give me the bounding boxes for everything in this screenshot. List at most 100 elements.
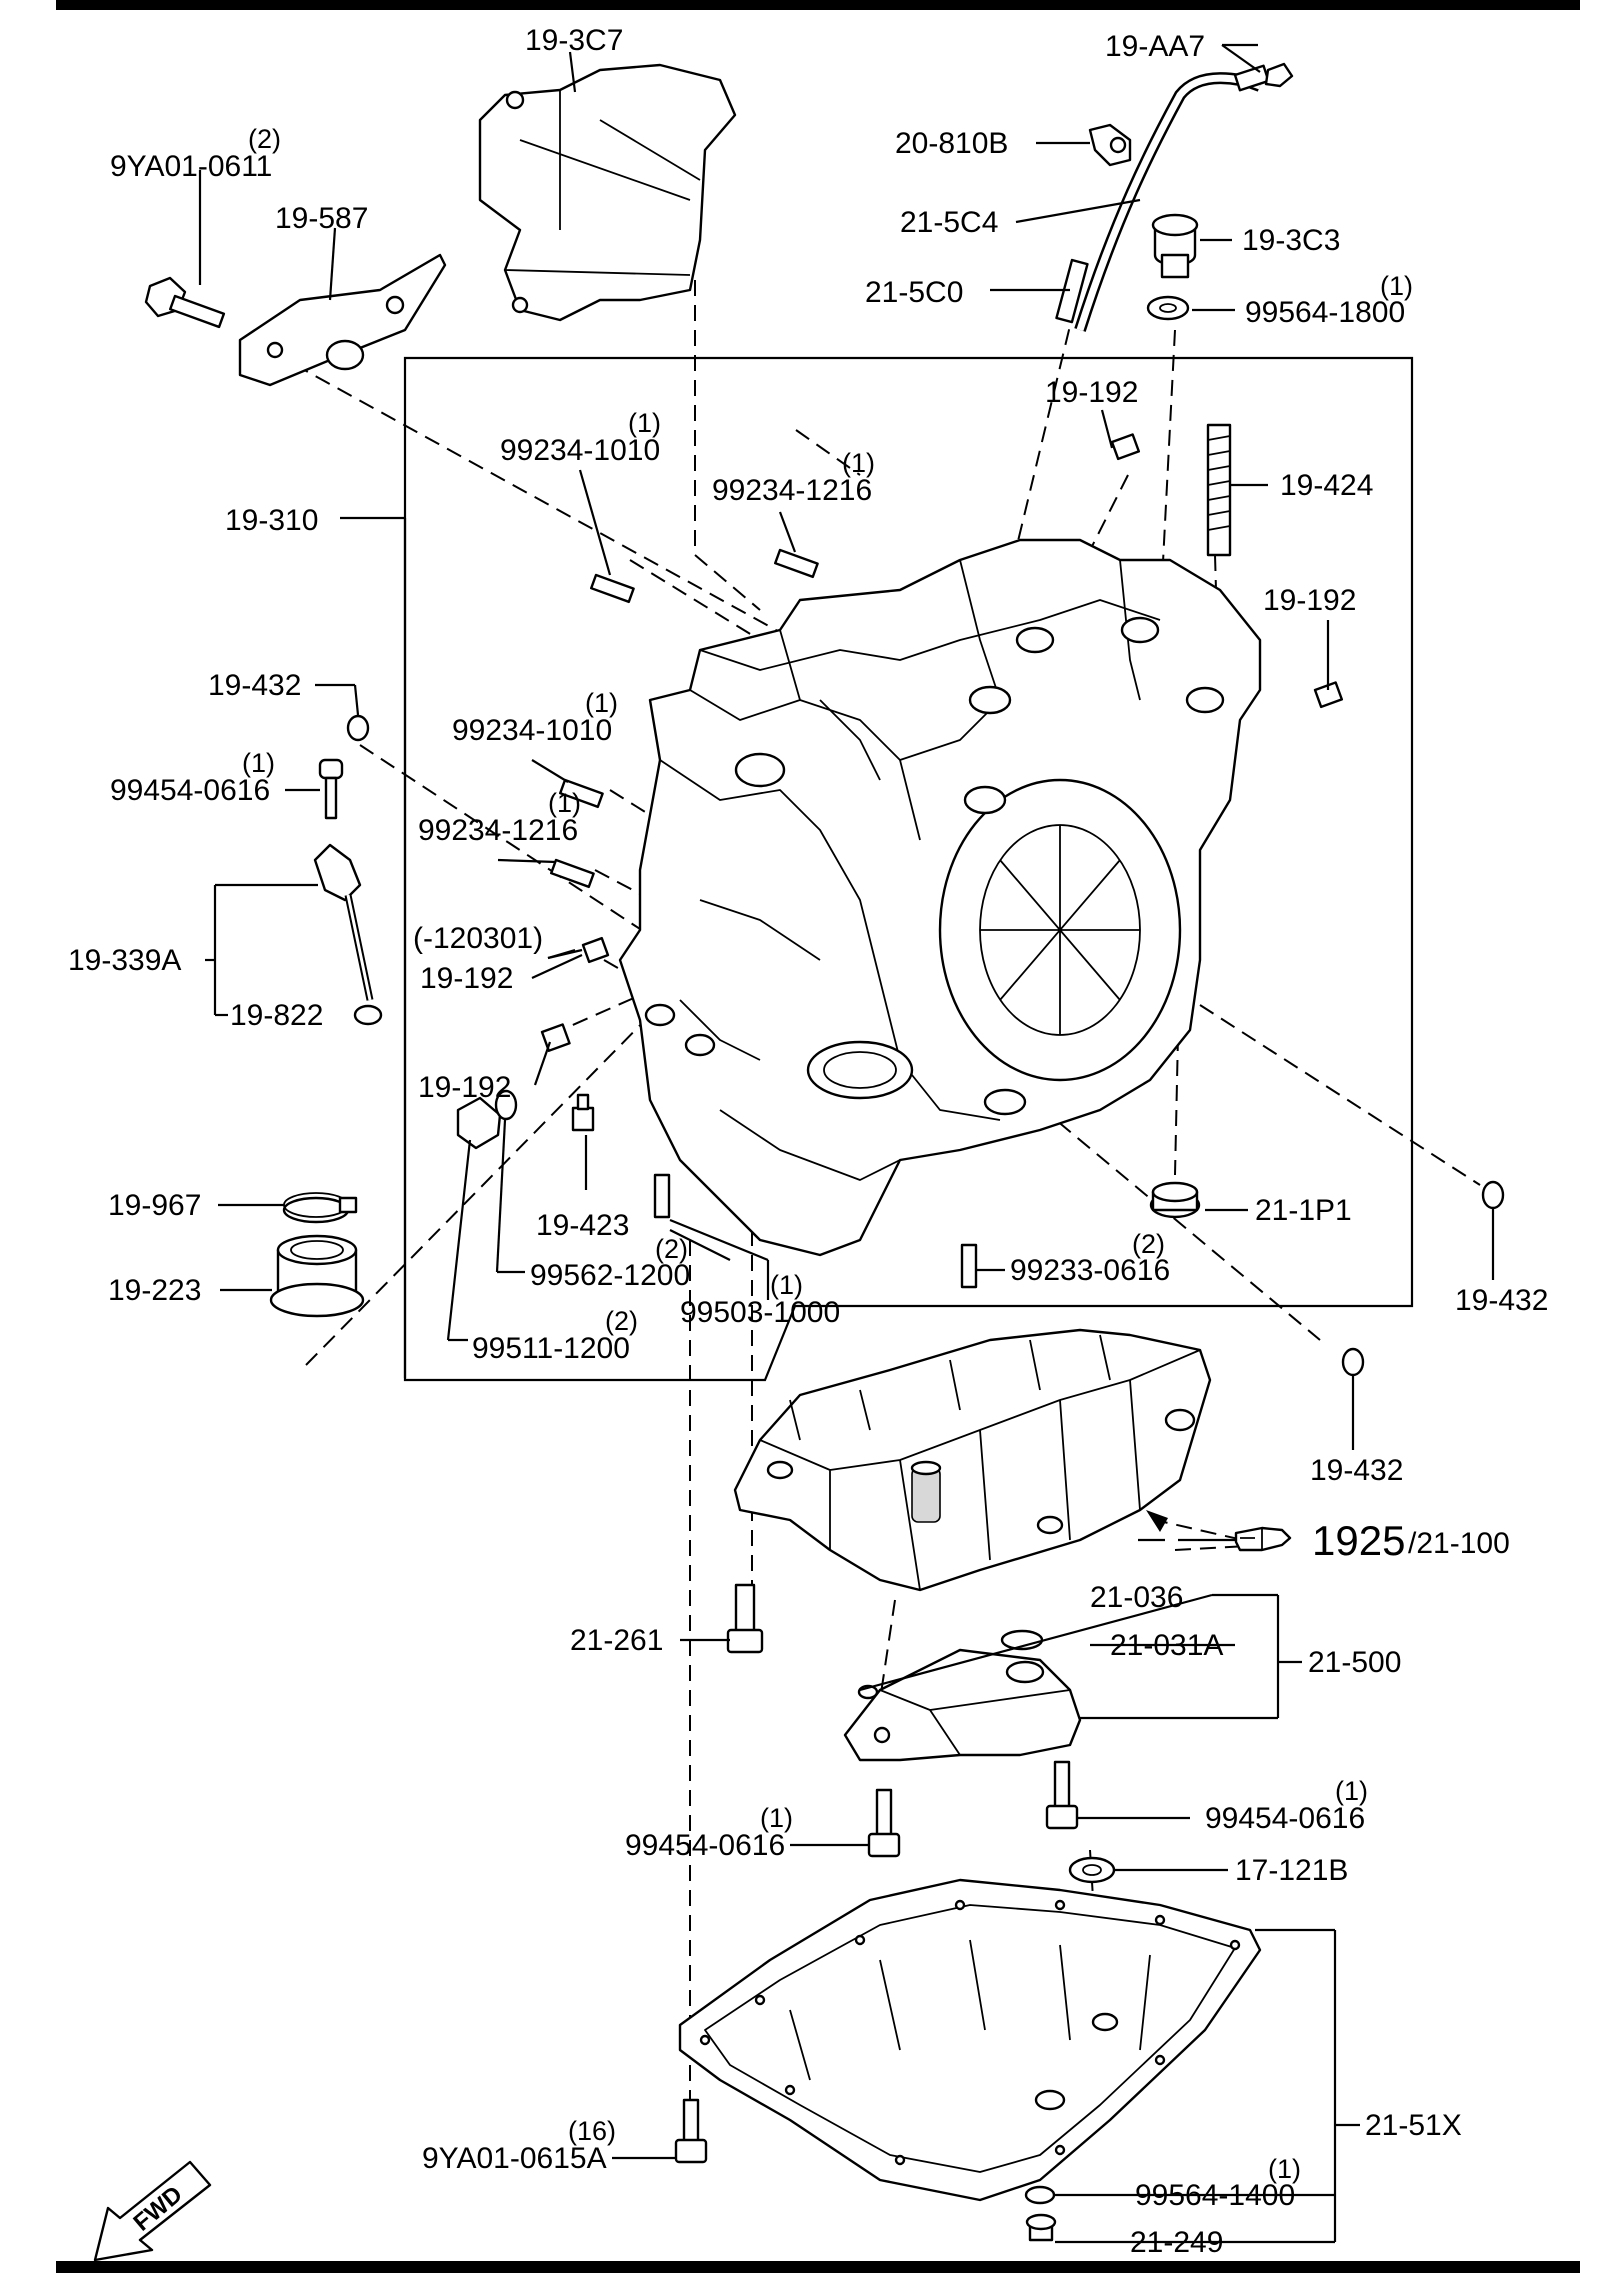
label-120301: (-120301) — [413, 922, 543, 955]
label-20-810B: 20-810B — [895, 127, 1008, 160]
o-ring-19-432-b — [1481, 1180, 1505, 1210]
label-99454-0616-b: 99454-0616 — [1205, 1802, 1365, 1835]
dowel-pins — [550, 548, 978, 1289]
bolt-19-192-b — [1313, 681, 1344, 709]
qty-99511-1200: (2) — [605, 1306, 638, 1336]
label-17-121B: 17-121B — [1235, 1854, 1348, 1887]
label-19-822: 19-822 — [230, 999, 323, 1032]
qty-99454-0616-b: (1) — [1335, 1776, 1368, 1806]
label-19-192-d: 19-192 — [418, 1071, 511, 1104]
label-21-5C0: 21-5C0 — [865, 276, 963, 309]
washer-99564-1400 — [1024, 2185, 1056, 2205]
qty-9YA01-0611: (2) — [248, 124, 281, 154]
dipstick-19-339A — [313, 843, 374, 1001]
clip-20-810B — [1088, 123, 1132, 167]
ref-page-number: 1925 — [1312, 1517, 1405, 1564]
qty-99562-1200: (2) — [655, 1234, 688, 1264]
label-21-031A: 21-031A — [1110, 1629, 1223, 1662]
qty-99234-1216-a: (1) — [842, 448, 875, 478]
label-19-424: 19-424 — [1280, 469, 1373, 502]
ref-arrow-head — [1146, 1510, 1168, 1532]
bolt-19-192-d — [540, 1023, 571, 1052]
o-ring-19-432-a — [346, 714, 370, 742]
label-99564-1800: 99564-1800 — [1245, 296, 1405, 329]
gasket-99562-1200 — [494, 1089, 518, 1121]
stud-19-424 — [1206, 423, 1232, 557]
bolt-19-192-a — [1110, 433, 1141, 461]
washer-17-121B — [1068, 1856, 1116, 1884]
bolt-21-261 — [726, 1583, 764, 1654]
ref-page-suffix: /21-100 — [1408, 1527, 1510, 1560]
label-99234-1010-a: 99234-1010 — [500, 434, 660, 467]
label-21-261: 21-261 — [570, 1624, 663, 1657]
label-19-223: 19-223 — [108, 1274, 201, 1307]
label-99564-1400: 99564-1400 — [1135, 2179, 1295, 2212]
label-19-AA7: 19-AA7 — [1105, 30, 1205, 63]
bolt-99454-0616-b — [1045, 1760, 1079, 1830]
label-21-249: 21-249 — [1130, 2226, 1223, 2259]
qty-99454-0616-c: (1) — [760, 1803, 793, 1833]
qty-99564-1400: (1) — [1268, 2154, 1301, 2184]
label-9YA01-0615A: 9YA01-0615A — [422, 2142, 607, 2175]
o-ring-19-822 — [353, 1004, 383, 1026]
housing-group-box — [403, 356, 1414, 1382]
bolt-9YA01-0611 — [144, 276, 226, 329]
clamp-19-967 — [282, 1192, 358, 1224]
plug-19-3C3 — [1151, 213, 1199, 279]
oil-pan-21-51X — [678, 1878, 1262, 2202]
label-99503-1000: 99503-1000 — [680, 1296, 840, 1329]
pointing-hand-icon — [1234, 1526, 1292, 1552]
label-19-432-b: 19-432 — [1455, 1284, 1548, 1317]
qty-99503-1000: (1) — [770, 1270, 803, 1300]
valve-body — [733, 1328, 1212, 1592]
label-99234-1216-a: 99234-1216 — [712, 474, 872, 507]
label-99454-0616-c: 99454-0616 — [625, 1829, 785, 1862]
transmission-housing-19-310 — [618, 538, 1262, 1257]
qty-99454-0616-a: (1) — [242, 748, 275, 778]
bolt-19-423 — [571, 1093, 595, 1132]
qty-9YA01-0615A: (16) — [568, 2116, 616, 2146]
qty-99564-1800: (1) — [1380, 271, 1413, 301]
label-99234-1216-b: 99234-1216 — [418, 814, 578, 847]
bottom-border — [56, 2261, 1580, 2273]
plug-21-1P1 — [1149, 1181, 1201, 1219]
fwd-arrow-icon — [93, 2160, 212, 2262]
label-19-432-a: 19-432 — [208, 669, 301, 702]
label-19-432-c: 19-432 — [1310, 1454, 1403, 1487]
label-99511-1200: 99511-1200 — [472, 1332, 630, 1365]
qty-99234-1010-a: (1) — [628, 408, 661, 438]
bolt-99454-0616-c — [867, 1788, 901, 1858]
label-19-423: 19-423 — [536, 1209, 629, 1242]
qty-99233-0616: (2) — [1132, 1229, 1165, 1259]
top-border — [56, 0, 1580, 10]
label-19-192-c: 19-192 — [420, 962, 513, 995]
label-19-192-b: 19-192 — [1263, 584, 1356, 617]
label-19-967: 19-967 — [108, 1189, 201, 1222]
qty-99234-1216-b: (1) — [548, 788, 581, 818]
label-21-1P1: 21-1P1 — [1255, 1194, 1352, 1227]
bolt-19-192-c — [581, 936, 610, 964]
label-19-310: 19-310 — [225, 504, 318, 537]
label-19-339A: 19-339A — [68, 944, 181, 977]
label-21-5C4: 21-5C4 — [900, 206, 998, 239]
plug-21-249 — [1025, 2213, 1057, 2242]
plug-99511-1200 — [456, 1096, 502, 1150]
plate-19-587 — [238, 253, 447, 387]
label-9YA01-0611: 9YA01-0611 — [110, 150, 272, 183]
seal-19-223 — [269, 1234, 365, 1318]
label-19-3C3: 19-3C3 — [1242, 224, 1340, 257]
part-labels: 19-3C7 19-AA7 (2) 9YA01-0611 19-587 20-8… — [68, 24, 1548, 2259]
bolt-99454-0616-a — [318, 758, 344, 820]
qty-99234-1010-b: (1) — [585, 688, 618, 718]
label-99562-1200: 99562-1200 — [530, 1259, 690, 1292]
label-21-036: 21-036 — [1090, 1581, 1183, 1614]
label-21-500: 21-500 — [1308, 1646, 1401, 1679]
label-19-3C7: 19-3C7 — [525, 24, 623, 57]
o-ring-19-432-c — [1341, 1347, 1365, 1377]
label-21-51X: 21-51X — [1365, 2109, 1462, 2142]
cover-19-3C7 — [478, 63, 737, 322]
leader-lines — [198, 43, 1495, 2244]
label-99234-1010-b: 99234-1010 — [452, 714, 612, 747]
strainer-21-500 — [843, 1629, 1082, 1762]
